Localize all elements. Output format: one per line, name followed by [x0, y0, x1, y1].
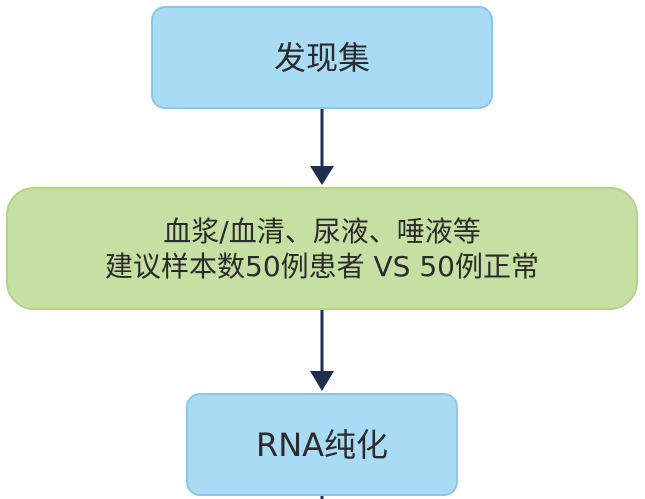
sample-types-line: 血浆/血清、尿液、唾液等 [163, 214, 481, 248]
sample-size-line: 建议样本数50例患者 VS 50例正常 [105, 249, 539, 283]
arrow-discovery-to-samples [310, 109, 334, 185]
sample-types-box: 血浆/血清、尿液、唾液等 建议样本数50例患者 VS 50例正常 [6, 187, 638, 310]
arrow-samples-to-rna [310, 310, 334, 391]
discovery-set-box: 发现集 [151, 6, 493, 109]
discovery-set-label: 发现集 [273, 38, 370, 77]
rna-purification-box: RNA纯化 [186, 393, 458, 496]
rna-purification-label: RNA纯化 [255, 425, 389, 464]
